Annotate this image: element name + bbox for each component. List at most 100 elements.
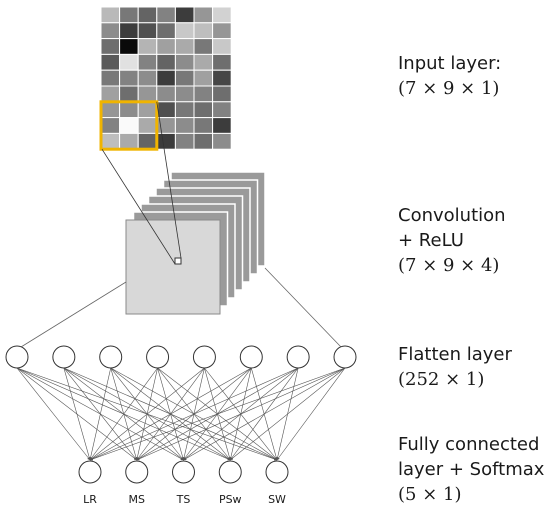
dense-connection: [230, 367, 346, 461]
input-pixel: [100, 22, 121, 40]
feature-map: [125, 219, 221, 315]
input-pixel: [193, 6, 214, 24]
input-pixel: [212, 53, 232, 71]
input-pixel: [212, 117, 232, 134]
dense-connection: [89, 367, 299, 461]
dense-connection: [63, 367, 91, 461]
dense-connection: [89, 367, 346, 461]
input-pixel: [156, 101, 176, 119]
input-pixel: [212, 101, 232, 119]
fully-connected-layer-title: Fully connected: [398, 434, 540, 455]
convolution-layer-title: Convolution: [398, 205, 506, 226]
input-pixel: [100, 101, 121, 119]
input-pixel: [137, 69, 158, 87]
flatten-fan-line: [264, 267, 342, 348]
input-pixel: [156, 38, 176, 55]
input-pixel: [174, 22, 195, 40]
input-pixel: [174, 69, 195, 87]
flatten-node: [52, 345, 76, 369]
input-pixel: [174, 85, 195, 103]
input-pixel: [174, 101, 195, 119]
output-node: [265, 460, 289, 484]
input-pixel: [137, 85, 158, 103]
input-pixel: [100, 85, 121, 103]
input-pixel: [156, 69, 176, 87]
flatten-fan-line: [20, 281, 127, 348]
flatten-node: [333, 345, 357, 369]
input-pixel: [212, 85, 232, 103]
input-layer-title: Input layer:: [398, 53, 502, 74]
input-pixel: [119, 69, 139, 87]
input-pixel: [193, 53, 214, 71]
flatten-node: [192, 345, 216, 369]
fully-connected-layer-shape: (5 × 1): [398, 484, 462, 505]
kernel-window: [99, 100, 159, 151]
input-layer-grid: [99, 6, 232, 151]
input-pixel: [156, 132, 176, 150]
fully-connected-layer-label: Fully connected layer + Softmax (5 × 1): [398, 432, 544, 507]
flatten-layer-title: Flatten layer: [398, 344, 512, 365]
connection-lines: [16, 101, 346, 461]
input-pixel: [119, 38, 139, 55]
kernel-projection-line: [101, 148, 176, 265]
input-pixel: [193, 117, 214, 134]
input-pixel: [100, 53, 121, 71]
kernel-projection-line: [156, 101, 182, 259]
input-pixel: [137, 53, 158, 71]
flatten-layer-nodes: [5, 345, 357, 369]
input-pixel: [174, 6, 195, 24]
output-class-label: MS: [129, 493, 145, 506]
output-class-label: TS: [176, 493, 191, 506]
input-pixel: [137, 6, 158, 24]
input-pixel: [174, 38, 195, 55]
input-pixel: [100, 69, 121, 87]
output-node: [172, 460, 195, 484]
flatten-layer-shape: (252 × 1): [398, 369, 485, 390]
input-pixel: [156, 6, 176, 24]
input-pixel: [212, 22, 232, 40]
input-pixel: [119, 101, 139, 119]
dense-connection: [89, 367, 252, 461]
input-pixel: [174, 53, 195, 71]
input-pixel: [100, 132, 121, 150]
input-pixel: [193, 22, 214, 40]
dense-connection: [16, 367, 91, 461]
input-pixel: [156, 85, 176, 103]
output-class-label: LR: [83, 493, 97, 506]
convolution-layer-label: Convolution + ReLU (7 × 9 × 4): [398, 203, 506, 278]
input-pixel: [119, 6, 139, 24]
flatten-layer-label: Flatten layer (252 × 1): [398, 342, 512, 392]
input-pixel: [137, 117, 158, 134]
convolution-feature-maps: [125, 171, 266, 315]
output-node: [218, 460, 242, 484]
input-pixel: [137, 101, 158, 119]
output-node: [78, 460, 102, 484]
input-pixel: [156, 53, 176, 71]
flatten-node: [99, 345, 123, 369]
input-pixel: [137, 132, 158, 150]
input-pixel: [119, 22, 139, 40]
input-pixel: [119, 53, 139, 71]
input-pixel: [137, 22, 158, 40]
input-pixel: [212, 38, 232, 55]
input-pixel: [100, 38, 121, 55]
convolution-layer-shape: (7 × 9 × 4): [398, 255, 500, 276]
dense-connection: [136, 367, 346, 461]
input-pixel: [156, 22, 176, 40]
input-pixel: [174, 132, 195, 150]
output-class-label: PSw: [219, 493, 242, 506]
dense-connection: [89, 367, 158, 461]
dense-connection: [276, 367, 346, 461]
input-pixel: [193, 69, 214, 87]
input-pixel: [119, 85, 139, 103]
input-pixel: [100, 6, 121, 24]
input-pixel: [212, 132, 232, 150]
dense-connection: [89, 367, 112, 461]
input-pixel: [119, 132, 139, 150]
input-pixel: [174, 117, 195, 134]
output-node: [125, 460, 149, 484]
input-pixel: [193, 132, 214, 150]
flatten-node: [146, 345, 170, 369]
